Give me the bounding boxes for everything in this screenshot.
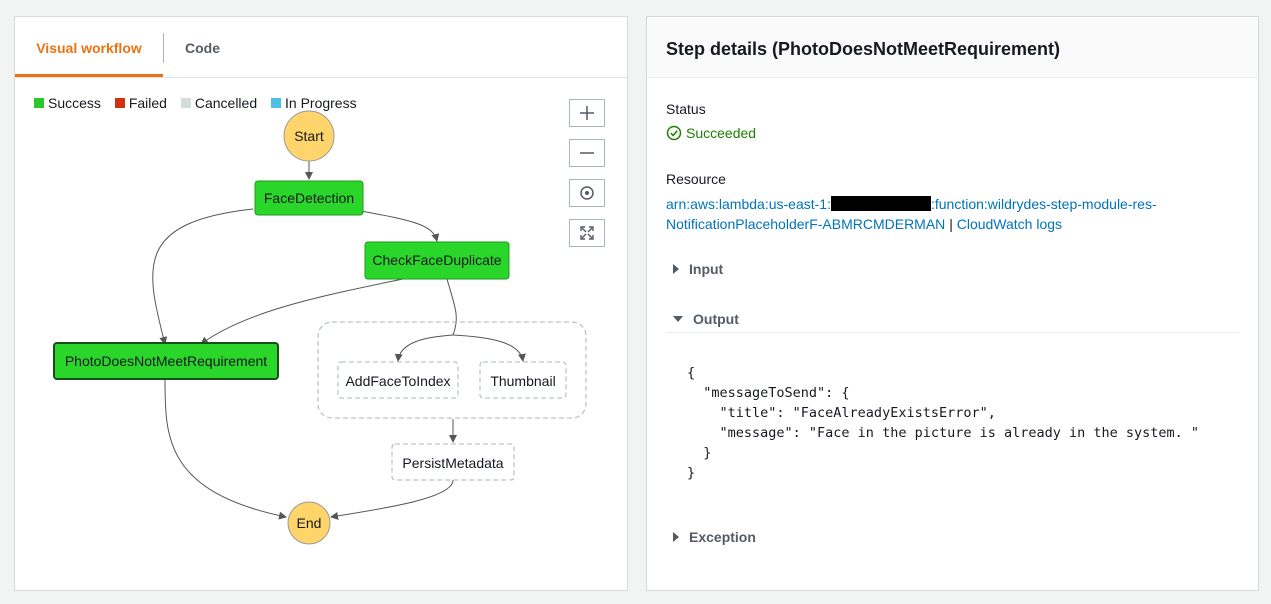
resource-arn-link[interactable]: NotificationPlaceholderF-ABMRCMDERMAN	[666, 216, 946, 232]
tab-code[interactable]: Code	[185, 40, 220, 56]
zoom-in-button[interactable]	[569, 99, 605, 127]
step-details-panel: Step details (PhotoDoesNotMeetRequiremen…	[646, 16, 1259, 591]
step-details-header: Step details (PhotoDoesNotMeetRequiremen…	[647, 17, 1258, 78]
svg-text:PhotoDoesNotMeetRequirement: PhotoDoesNotMeetRequirement	[65, 353, 267, 369]
check-circle-icon	[666, 125, 682, 141]
svg-text:CheckFaceDuplicate: CheckFaceDuplicate	[372, 252, 501, 268]
zoom-out-button[interactable]	[569, 139, 605, 167]
edge-parallel-addface	[394, 334, 454, 362]
resource-arn-suffix[interactable]: :function:wildrydes-step-module-res-	[930, 196, 1157, 212]
step-details-title: Step details (PhotoDoesNotMeetRequiremen…	[666, 39, 1061, 59]
svg-text:Start: Start	[294, 128, 324, 144]
expand-icon	[580, 226, 594, 240]
output-divider	[666, 332, 1239, 333]
target-icon	[580, 186, 594, 200]
resource-arn-prefix[interactable]: arn:aws:lambda:us-east-1:	[666, 196, 831, 212]
edge-check-parallel	[446, 278, 457, 336]
workflow-graph: Start FaceDetection CheckFaceDuplicate P…	[53, 110, 587, 545]
input-label: Input	[689, 261, 724, 277]
exception-label: Exception	[689, 529, 756, 545]
status-label: Status	[666, 101, 706, 117]
node-check-face-duplicate[interactable]: CheckFaceDuplicate	[364, 241, 510, 280]
resource-arn-line-1[interactable]: arn:aws:lambda:us-east-1: :function:wildr…	[666, 196, 1157, 212]
exception-expander[interactable]: Exception	[673, 529, 756, 545]
node-photo-does-not-meet-requirement[interactable]: PhotoDoesNotMeetRequirement	[53, 342, 279, 380]
center-graph-button[interactable]	[569, 179, 605, 207]
resource-arn-line-2: NotificationPlaceholderF-ABMRCMDERMAN | …	[666, 216, 1062, 232]
input-expander[interactable]: Input	[673, 261, 723, 277]
svg-text:FaceDetection: FaceDetection	[264, 190, 354, 206]
edge-persist-end	[330, 479, 454, 520]
edge-photo-end	[164, 378, 287, 520]
node-end[interactable]: End	[287, 501, 331, 545]
svg-text:Thumbnail: Thumbnail	[490, 373, 555, 389]
status-value: Succeeded	[686, 125, 757, 141]
output-expander[interactable]: Output	[673, 311, 739, 327]
node-start[interactable]: Start	[283, 110, 335, 162]
edge-parallel-thumbnail	[452, 334, 526, 362]
tab-visual-workflow[interactable]: Visual workflow	[15, 17, 163, 77]
output-json: { "messageToSend": { "title": "FaceAlrea…	[687, 365, 1200, 481]
svg-text:PersistMetadata: PersistMetadata	[402, 455, 503, 471]
resource-label: Resource	[666, 171, 726, 187]
tab-divider	[163, 33, 164, 63]
svg-text:End: End	[297, 515, 322, 531]
node-add-face-to-index[interactable]: AddFaceToIndex	[337, 361, 459, 399]
legend-failed: Failed	[114, 95, 167, 111]
tab-bar: Visual workflow Code	[15, 17, 627, 78]
caret-right-icon	[673, 264, 679, 274]
edge-facedetection-photo	[152, 208, 254, 345]
svg-text:AddFaceToIndex: AddFaceToIndex	[345, 373, 450, 389]
link-separator: |	[949, 216, 953, 232]
edge-check-photo	[200, 278, 404, 345]
status-badge: Succeeded	[666, 125, 756, 141]
parallel-state-container	[317, 321, 587, 419]
node-face-detection[interactable]: FaceDetection	[254, 180, 364, 216]
legend-cancelled: Cancelled	[180, 95, 257, 111]
output-label: Output	[693, 311, 739, 327]
redacted-account-id	[830, 196, 931, 211]
caret-right-icon	[673, 532, 679, 542]
edge-facedetection-check	[360, 210, 440, 242]
visual-workflow-panel: Visual workflow Code Success Failed Canc…	[14, 16, 628, 591]
legend-in-progress: In Progress	[271, 95, 357, 111]
status-legend: Success Failed Cancelled In Progress	[34, 95, 367, 111]
fit-graph-button[interactable]	[569, 219, 605, 247]
cloudwatch-logs-link[interactable]: CloudWatch logs	[956, 216, 1063, 232]
node-thumbnail[interactable]: Thumbnail	[479, 361, 567, 399]
node-persist-metadata[interactable]: PersistMetadata	[391, 443, 515, 481]
minus-icon	[580, 152, 594, 154]
legend-success: Success	[34, 95, 101, 111]
plus-icon	[580, 106, 594, 120]
caret-down-icon	[673, 316, 683, 322]
